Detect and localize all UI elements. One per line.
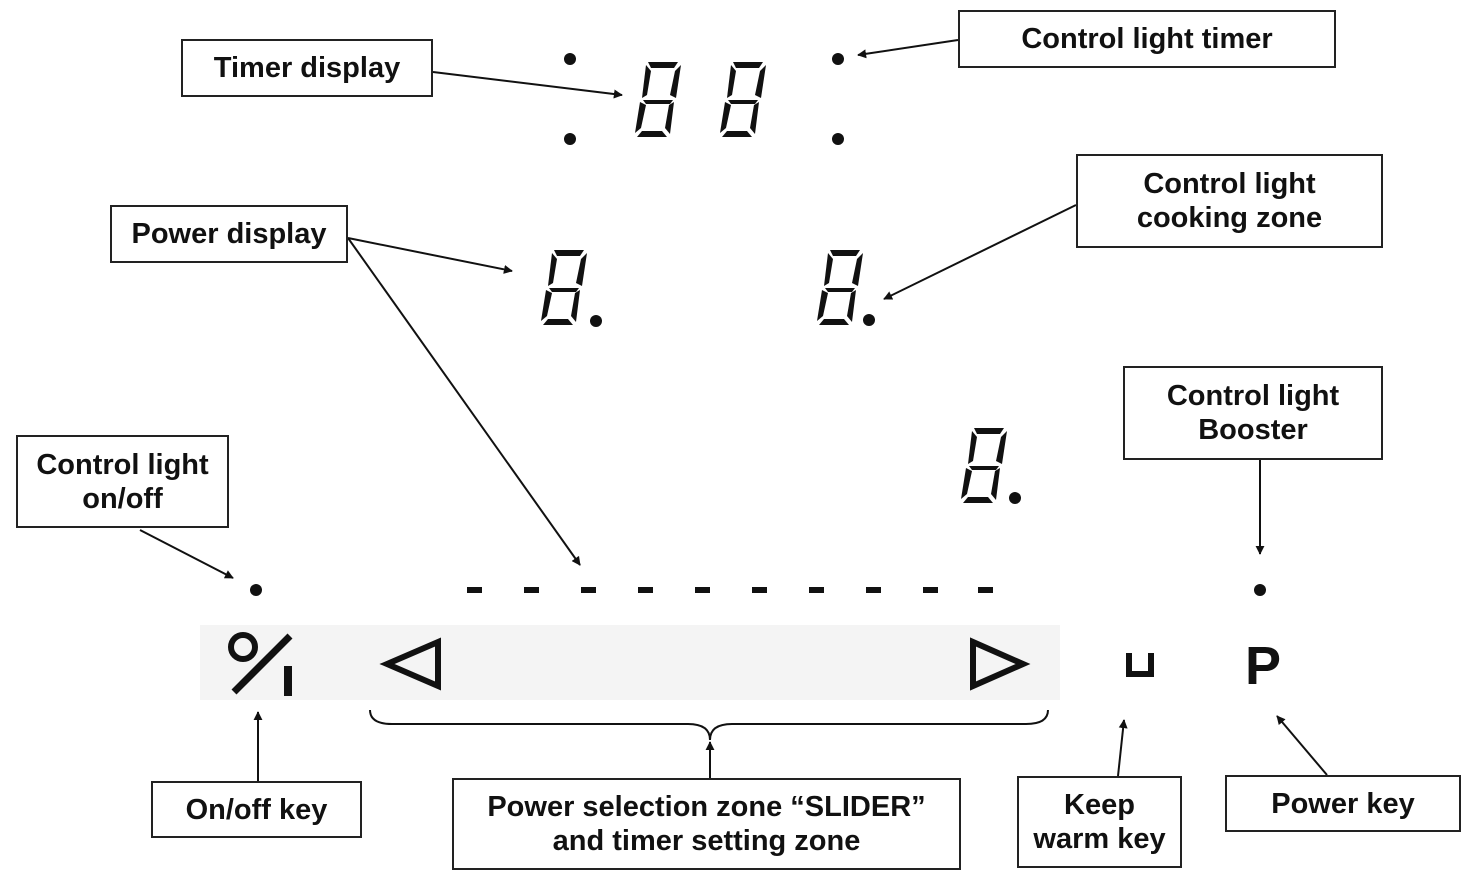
control-light-booster-label: Control light Booster — [1166, 380, 1340, 446]
power-display-right — [817, 250, 875, 326]
keep-warm-key-label: Keep warm key — [1033, 789, 1166, 855]
callout-control-light-booster: Control light Booster — [1123, 366, 1383, 460]
control-light-timer-label: Control light timer — [1021, 23, 1273, 55]
power-display-booster — [961, 428, 1021, 504]
slider-zone-label: Power selection zone “SLIDER” and timer … — [487, 791, 926, 857]
power-display-left — [541, 250, 602, 327]
left-triangle-icon[interactable] — [379, 637, 441, 691]
panel-strip — [200, 625, 1060, 700]
power-display-booster-dot — [1009, 492, 1021, 504]
timer-display-label: Timer display — [213, 52, 401, 84]
timer-colon-left-bottom — [564, 133, 576, 145]
slider-brace — [369, 709, 1049, 741]
control-light-cooking-zone-dot — [863, 314, 875, 326]
power-display-label: Power display — [131, 218, 327, 250]
timer-digit-1 — [635, 62, 681, 137]
timer-display — [564, 53, 844, 145]
control-light-booster — [1254, 584, 1266, 596]
control-light-onoff — [250, 584, 262, 596]
control-light-onoff-label: Control light on/off — [36, 448, 209, 515]
leader-lines — [139, 39, 1328, 781]
callout-power-display: Power display — [110, 205, 348, 263]
onoff-icon[interactable] — [228, 632, 293, 696]
power-key-symbol[interactable]: P — [1245, 636, 1281, 696]
keep-warm-icon[interactable] — [1126, 653, 1154, 677]
callout-control-light-cooking-zone: Control light cooking zone — [1076, 154, 1383, 248]
callout-onoff-key: On/off key — [151, 781, 362, 838]
callout-power-key: Power key — [1225, 775, 1461, 832]
timer-colon-left-top — [564, 53, 576, 65]
onoff-key-label: On/off key — [185, 793, 328, 826]
callout-control-light-timer: Control light timer — [958, 10, 1336, 68]
callout-control-light-onoff: Control light on/off — [16, 435, 229, 528]
slider-segments — [467, 587, 993, 593]
power-key-label: Power key — [1271, 787, 1415, 820]
timer-digit-2 — [720, 62, 766, 137]
control-light-cooking-zone-label: Control light cooking zone — [1136, 168, 1323, 234]
right-triangle-icon[interactable] — [970, 637, 1031, 691]
control-light-timer-bottom — [832, 133, 844, 145]
callout-timer-display: Timer display — [181, 39, 433, 97]
power-display-left-dot — [590, 315, 602, 327]
control-light-timer-top — [832, 53, 844, 65]
callout-keep-warm-key: Keep warm key — [1017, 776, 1182, 868]
callout-slider-zone: Power selection zone “SLIDER” and timer … — [452, 778, 961, 870]
